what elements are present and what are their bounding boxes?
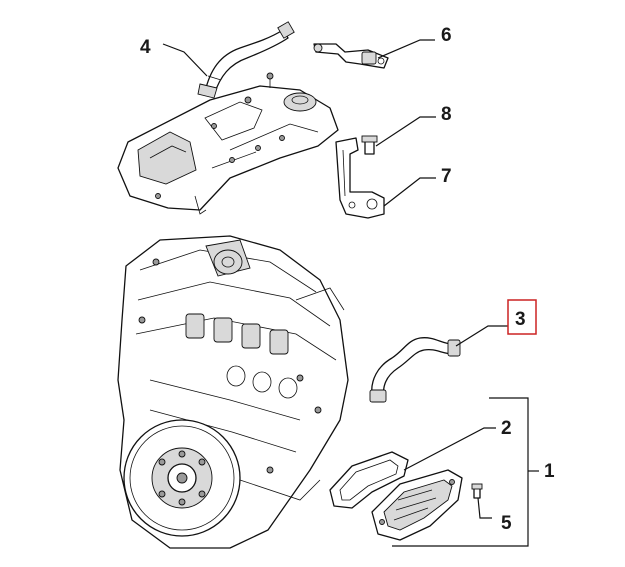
callout-3-highlight-box	[507, 299, 537, 335]
callout-2[interactable]: 2	[501, 418, 512, 439]
callout-6[interactable]: 6	[441, 25, 452, 46]
leader-lines	[162, 39, 539, 547]
callout-1[interactable]: 1	[544, 461, 555, 482]
callout-8[interactable]: 8	[441, 104, 452, 125]
callout-labels: 4 6 8 7 3 2 1 5	[140, 25, 555, 534]
engine-block	[117, 235, 349, 549]
part-3-breather-hose[interactable]	[369, 337, 461, 403]
callout-7[interactable]: 7	[441, 166, 452, 187]
part-5-screw[interactable]	[471, 483, 483, 499]
part-2-gasket[interactable]	[329, 451, 409, 509]
callout-3[interactable]: 3	[515, 309, 526, 330]
part-6-sensor[interactable]	[313, 43, 389, 69]
callout-4[interactable]: 4	[140, 37, 151, 58]
valve-cover-assembly	[117, 72, 339, 215]
part-4-breather-hose[interactable]	[197, 21, 295, 99]
callout-5[interactable]: 5	[501, 513, 512, 534]
flywheel	[123, 419, 241, 537]
part-7-bracket[interactable]	[335, 137, 385, 219]
part-1-oil-separator[interactable]	[371, 469, 463, 541]
part-8-bolt[interactable]	[361, 135, 378, 155]
